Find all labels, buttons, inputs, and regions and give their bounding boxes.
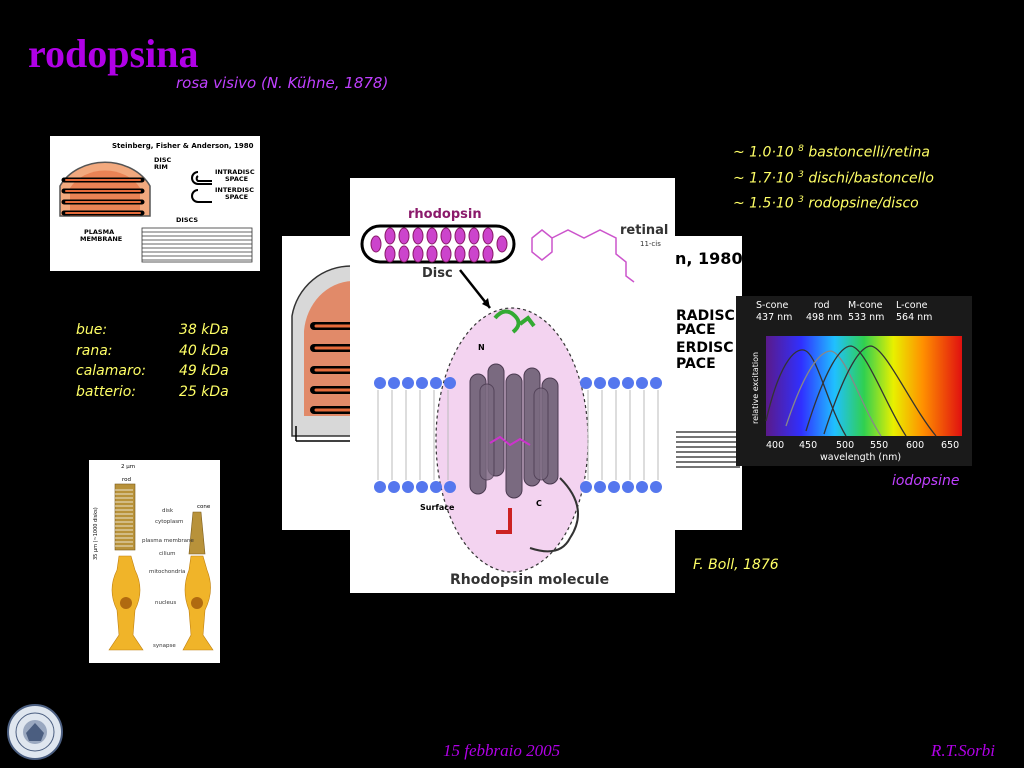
x-tick: 450 [799,440,817,451]
cone-label: M-cone [848,300,883,311]
label-intradisc: INTRADISC [215,168,255,176]
label-plasma: PLASMA [84,228,114,236]
slide-subtitle: rosa visivo (N. Kühne, 1878) [176,74,389,92]
stat-rhodopsins: ~ 1.5·10 3 rodopsine/disco [733,189,934,215]
label-interdisc: INTERDISC [215,186,254,194]
mass-row: bue: 38 kDa [76,320,229,341]
mass-value: 25 kDa [179,383,229,400]
mitochondria-label: mitochondria [149,569,185,575]
surface-label: Surface [420,503,455,512]
mass-species: batterio: [76,383,136,400]
x-tick: 600 [906,440,924,451]
stat-prefix: ~ 1.0·10 [733,144,799,161]
cilium-label: cilium [159,551,175,557]
disc-label: Disc [422,266,453,281]
cone-peak: 437 nm [756,312,792,323]
cone-label: L-cone [896,300,928,311]
label-discs: DISCS [176,216,198,224]
bg-radisc: RADISC [676,308,735,324]
stat-suffix: bastoncelli/retina [803,144,930,161]
cis-label: 11-cis [640,240,661,248]
plasma-membrane-label: plasma membrane [142,538,194,544]
disk-label: disk [162,508,174,514]
stat-exponent: 3 [798,169,804,180]
cone-spectra-figure: S-cone 437 nm rod 498 nm M-cone 533 nm L… [736,296,972,466]
cone-label: cone [197,504,211,510]
footer-author: R.T.Sorbi [931,741,995,760]
label-rim: RIM [154,163,168,171]
university-seal-icon [7,704,63,760]
stat-suffix: dischi/bastoncello [803,170,934,187]
rod-cone-cell-figure: 2 µm rod cone 35 µm (~1000 disks) disk c… [89,460,220,663]
mass-value: 38 kDa [179,322,229,338]
n-terminus-label: N [478,343,485,352]
label-membrane: MEMBRANE [80,235,122,243]
bg-year: n, 1980 [675,249,742,268]
bg-erdisc: ERDISC [676,340,734,356]
stat-prefix: ~ 1.7·10 [733,170,799,187]
cone-peak: 533 nm [848,312,884,323]
figure-credit: Steinberg, Fisher & Anderson, 1980 [112,142,254,150]
boll-caption: F. Boll, 1876 [693,557,779,573]
bg-pace2: PACE [676,356,716,372]
mass-species: bue: [76,322,108,338]
mass-row: rana: 40 kDa [76,341,229,362]
stat-discs: ~ 1.7·10 3 dischi/bastoncello [733,164,934,190]
stat-suffix: rodopsine/disco [803,195,919,212]
stat-exponent: 3 [798,195,804,206]
bg-pace: PACE [676,322,716,338]
scale-label: 2 µm [121,464,135,470]
rod-label: rod [122,477,131,483]
c-terminus-label: C [536,499,542,508]
nucleus-label: nucleus [155,600,176,606]
rhodopsin-molecule-figure: rhodopsin Disc retinal 11-cis N C Surfac… [350,178,675,593]
side-label: 35 µm (~1000 disks) [93,507,99,560]
mass-row: calamaro: 49 kDa [76,361,229,382]
x-axis-label: wavelength (nm) [820,452,901,463]
cone-label: S-cone [756,300,789,311]
retinal-label: retinal [620,223,668,238]
mass-value: 49 kDa [179,363,229,379]
x-tick: 500 [836,440,854,451]
label-space2: SPACE [225,193,248,201]
mass-table: bue: 38 kDa rana: 40 kDa calamaro: 49 kDa b… [76,320,229,402]
footer-date: 15 febbraio 2005 [443,741,561,760]
y-axis-label: relative excitation [751,352,760,424]
mass-row: batterio: 25 kDa [76,382,229,403]
molecule-label: Rhodopsin molecule [450,572,609,588]
stat-prefix: ~ 1.5·10 [733,195,799,212]
disc-membrane-figure: Steinberg, Fisher & Anderson, 1980 DISC … [50,136,260,271]
stats-list: ~ 1.0·10 8 bastoncelli/retina ~ 1.7·10 3… [733,138,934,215]
cone-peak: 498 nm [806,312,842,323]
mass-species: rana: [76,342,113,359]
cytoplasm-label: cytoplasm [155,519,183,525]
x-tick: 650 [941,440,959,451]
slide-title: rodopsina [28,31,199,76]
x-tick: 400 [766,440,784,451]
x-tick: 550 [870,440,888,451]
label-space: SPACE [225,175,248,183]
label-disc-rim: DISC [154,156,171,164]
mass-species: calamaro: [76,363,146,379]
iodopsin-caption: iodopsine [892,473,960,489]
mass-value: 40 kDa [179,342,229,359]
stat-rods: ~ 1.0·10 8 bastoncelli/retina [733,138,934,164]
synapse-label: synapse [153,643,176,649]
stat-exponent: 8 [798,144,804,154]
cone-peak: 564 nm [896,312,932,323]
rhodopsin-label: rhodopsin [408,207,482,222]
cone-label: rod [814,300,830,311]
